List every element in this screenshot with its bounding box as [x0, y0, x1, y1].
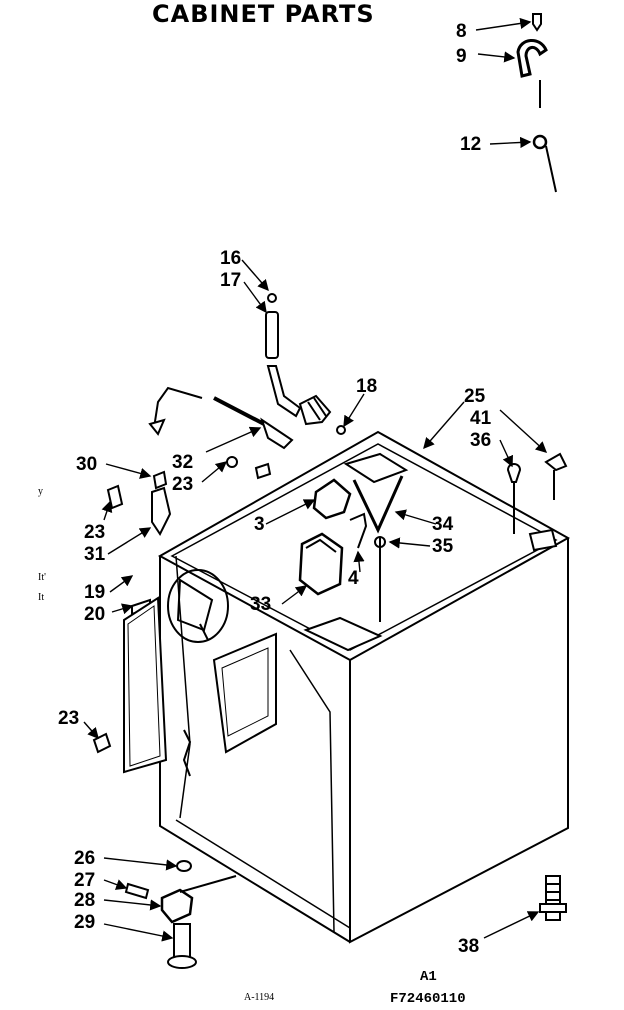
top-hardware-group — [516, 13, 557, 193]
hose-assembly — [265, 293, 346, 435]
callout-35: 35 — [432, 536, 454, 557]
screw-8-icon — [532, 13, 542, 32]
part-number: F72460110 — [390, 991, 466, 1007]
margin-mark-2: It' — [38, 572, 46, 583]
callout-28: 28 — [74, 890, 95, 911]
rod-assembly — [148, 386, 294, 480]
callout-labels: 8 9 12 16 17 18 25 41 36 30 32 23 23 31 … — [58, 21, 492, 957]
callout-32: 32 — [172, 452, 193, 473]
callout-23-left: 23 — [84, 522, 105, 543]
callout-34: 34 — [432, 514, 454, 535]
callout-33: 33 — [250, 594, 271, 615]
callout-12: 12 — [460, 134, 481, 155]
callout-41: 41 — [470, 408, 492, 429]
margin-mark-3: It — [38, 592, 44, 603]
callout-25: 25 — [464, 386, 486, 407]
callout-31: 31 — [84, 544, 106, 565]
footer-references: A-1194 A1 F72460110 — [244, 969, 466, 1007]
callout-23-bottom: 23 — [58, 708, 79, 729]
callout-4: 4 — [348, 568, 359, 589]
leader-lines — [83, 17, 548, 942]
callout-29: 29 — [74, 912, 95, 933]
callout-8: 8 — [456, 21, 467, 42]
cabinet-body — [92, 430, 571, 944]
diagram-title: CABINET PARTS — [152, 0, 375, 28]
callout-3: 3 — [254, 514, 265, 535]
leveling-legs — [124, 860, 567, 969]
callout-16: 16 — [220, 248, 241, 269]
drawing-code: A-1194 — [244, 992, 274, 1003]
clamp-9-icon — [516, 39, 548, 78]
callout-27: 27 — [74, 870, 95, 891]
callout-36: 36 — [470, 430, 491, 451]
callout-30: 30 — [76, 454, 97, 475]
nut-12-icon — [532, 134, 548, 150]
margin-marks: y It' It — [38, 486, 46, 603]
callout-23-top: 23 — [172, 474, 193, 495]
margin-mark-1: y — [38, 486, 43, 497]
callout-38: 38 — [458, 936, 479, 957]
callout-26: 26 — [74, 848, 95, 869]
revision-mark: A1 — [420, 969, 437, 985]
callout-19: 19 — [84, 582, 105, 603]
callout-9: 9 — [456, 46, 467, 67]
callout-17: 17 — [220, 270, 241, 291]
callout-20: 20 — [84, 604, 105, 625]
callout-18: 18 — [356, 376, 377, 397]
